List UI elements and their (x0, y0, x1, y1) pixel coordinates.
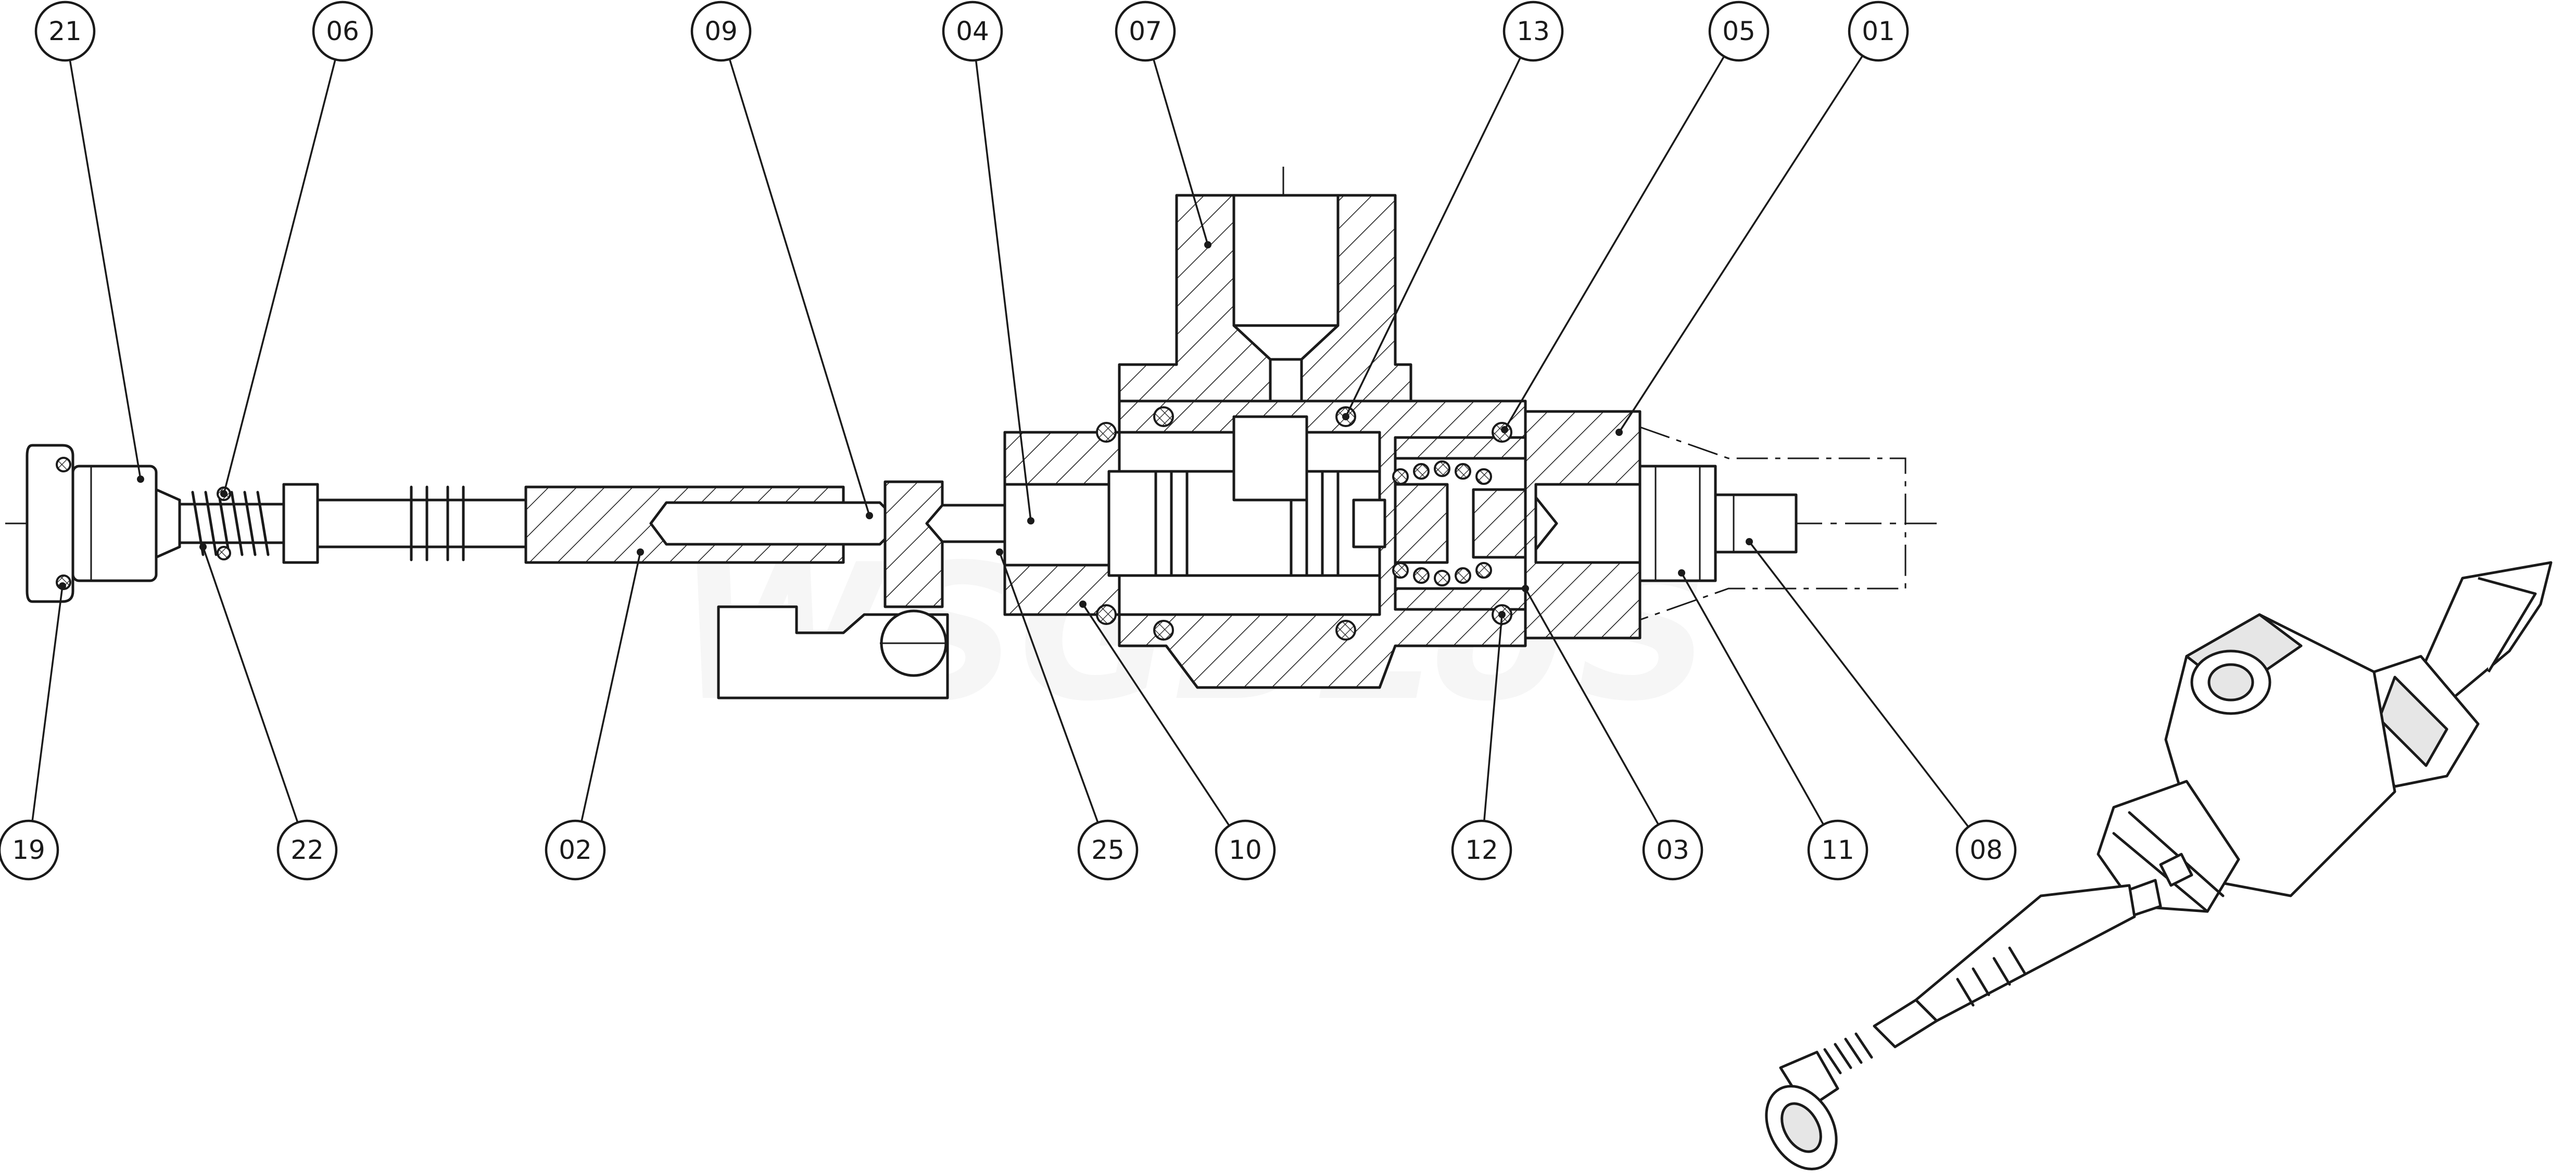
leader-dot-10 (1079, 601, 1087, 608)
callout-circle (545, 819, 606, 881)
leader-dot-07 (1204, 241, 1211, 248)
callout-number: 06 (326, 16, 359, 46)
callout-bubble-11: 11 (1807, 819, 1868, 881)
callout-bubble-21: 21 (34, 1, 96, 62)
leader-line-03 (1524, 588, 1660, 826)
leader-line-01 (1618, 55, 1864, 433)
leader-line-10 (1082, 604, 1230, 827)
leader-line-11 (1681, 572, 1825, 826)
leader-line-04 (975, 60, 1032, 521)
callout-bubble-06: 06 (312, 1, 373, 62)
spring-assembly (178, 486, 285, 560)
leader-dot-19 (59, 582, 66, 590)
callout-circle (0, 819, 59, 881)
callout-number: 07 (1129, 16, 1162, 46)
callout-circle (1708, 1, 1770, 62)
callout-number: 04 (956, 16, 989, 46)
callout-number: 02 (559, 835, 592, 865)
callout-number: 11 (1821, 835, 1854, 865)
callout-circle (1077, 819, 1139, 881)
leader-dot-12 (1498, 611, 1506, 618)
isometric-exploded-view (1765, 561, 2553, 1170)
leader-dot-25 (996, 548, 1003, 556)
callout-number: 13 (1517, 16, 1550, 46)
callout-number: 22 (291, 835, 324, 865)
leader-dot-05 (1501, 426, 1508, 433)
callout-number: 25 (1091, 835, 1125, 865)
outlet-body (1524, 410, 1798, 640)
leader-line-09 (728, 59, 870, 516)
callout-bubble-01: 01 (1848, 1, 1909, 62)
leader-dot-03 (1522, 585, 1529, 592)
leader-dot-13 (1342, 413, 1349, 420)
leader-dot-11 (1678, 569, 1685, 577)
callout-number: 09 (704, 16, 738, 46)
callout-number: 10 (1229, 835, 1262, 865)
callout-bubble-25: 25 (1077, 819, 1139, 881)
leader-lines (31, 55, 1969, 828)
leader-dot-22 (199, 543, 207, 551)
mating-part-phantom (1639, 426, 1906, 621)
callout-circle (690, 1, 752, 62)
callout-number: 12 (1465, 835, 1498, 865)
callout-bubble-22: 22 (276, 819, 338, 881)
knob-cap (26, 444, 181, 603)
callout-bubble-05: 05 (1708, 1, 1770, 62)
callout-bubble-13: 13 (1502, 1, 1564, 62)
callout-bubble-04: 04 (942, 1, 1003, 62)
leader-dot-04 (1027, 517, 1034, 524)
callout-circle (1848, 1, 1909, 62)
callout-bubble-08: 08 (1955, 819, 2017, 881)
callout-circle (276, 819, 338, 881)
callout-circle (312, 1, 373, 62)
valve-body (1003, 194, 1527, 689)
leader-line-08 (1748, 541, 1969, 828)
callout-circle (1451, 819, 1512, 881)
leader-dot-08 (1746, 538, 1753, 545)
leader-dot-09 (866, 512, 873, 519)
callout-circle (34, 1, 96, 62)
callout-bubble-10: 10 (1215, 819, 1276, 881)
leader-line-25 (999, 552, 1099, 823)
leader-line-06 (223, 59, 336, 494)
callout-circle (1642, 819, 1703, 881)
leader-line-21 (69, 59, 142, 480)
callout-circle (1502, 1, 1564, 62)
callout-circle (1115, 1, 1176, 62)
check-valve (1392, 422, 1532, 625)
callout-number: 08 (1969, 835, 2003, 865)
callout-circle (1215, 819, 1276, 881)
leader-line-13 (1345, 57, 1522, 417)
callout-bubble-09: 09 (690, 1, 752, 62)
callout-number: 01 (1862, 16, 1895, 46)
spindle (282, 483, 902, 564)
leader-line-12 (1483, 614, 1503, 821)
leader-line-19 (31, 585, 64, 821)
leader-line-05 (1504, 56, 1725, 430)
callout-bubble-12: 12 (1451, 819, 1512, 881)
callout-number: 03 (1656, 835, 1689, 865)
callout-number: 05 (1722, 16, 1756, 46)
leader-line-07 (1153, 59, 1209, 245)
callout-bubbles: 21 06 09 04 07 13 05 01 19 22 02 25 10 12 03 11 08 (0, 1, 2017, 881)
callout-bubble-03: 03 (1642, 819, 1703, 881)
leader-dot-06 (220, 490, 228, 497)
callout-bubble-19: 19 (0, 819, 59, 881)
callout-number: 19 (12, 835, 45, 865)
callout-circle (942, 1, 1003, 62)
callout-circle (1955, 819, 2017, 881)
callout-number: 21 (48, 16, 82, 46)
lever-handle (717, 480, 949, 699)
leader-line-02 (580, 552, 641, 822)
leader-dot-21 (137, 476, 144, 483)
leader-line-22 (202, 546, 299, 823)
leader-dot-02 (637, 548, 644, 556)
callout-bubble-07: 07 (1115, 1, 1176, 62)
leader-dot-01 (1615, 429, 1623, 436)
callout-bubble-02: 02 (545, 819, 606, 881)
callout-circle (1807, 819, 1868, 881)
